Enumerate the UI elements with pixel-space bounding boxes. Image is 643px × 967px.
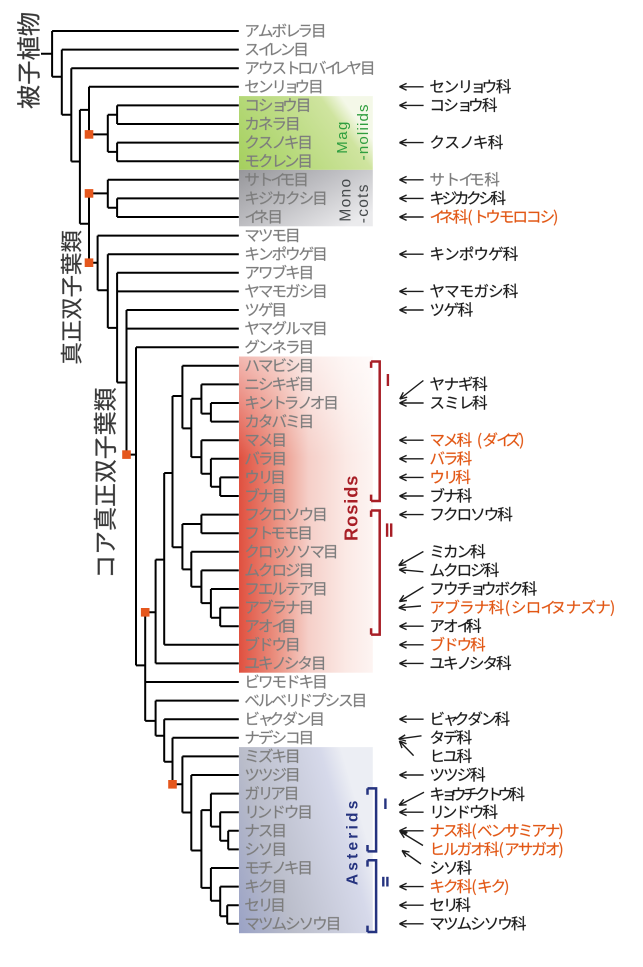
svg-text:Mag: Mag (334, 120, 351, 153)
svg-text:Rosids: Rosids (341, 475, 362, 541)
svg-text:Mono: Mono (337, 178, 354, 222)
svg-text:-noliids: -noliids (355, 103, 372, 160)
svg-text:-cots: -cots (355, 183, 372, 223)
svg-text:Asterids: Asterids (345, 797, 362, 885)
